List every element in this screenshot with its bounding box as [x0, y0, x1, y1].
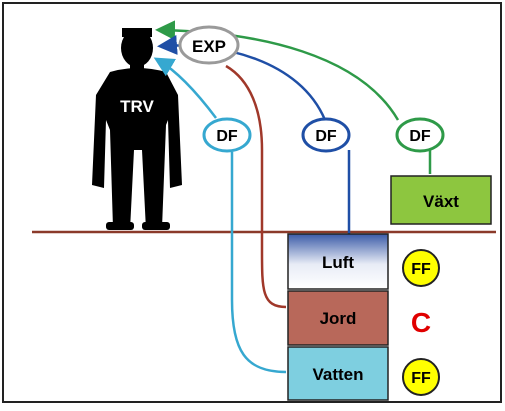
vatten-box [287, 346, 389, 401]
df-node-green [395, 117, 445, 153]
vaxt-box [390, 175, 492, 225]
ff-node-bottom [402, 358, 440, 396]
c-label: C [411, 307, 431, 338]
ff-node-top [402, 249, 440, 287]
luft-box [287, 233, 389, 290]
exposure-label: EXP [192, 37, 226, 56]
df-node-cyan [202, 117, 252, 153]
vatten-label: Vatten [312, 365, 363, 384]
df-node-blue [301, 117, 351, 153]
vatten-exposure-path [158, 60, 287, 374]
person-label: TRV [120, 97, 154, 116]
luft-label: Luft [322, 253, 354, 272]
jord-label: Jord [320, 309, 357, 328]
jord-box [287, 290, 389, 346]
df-label-blue: DF [315, 128, 337, 145]
vaxt-label: Växt [423, 192, 459, 211]
ff-label-bottom: FF [411, 370, 431, 387]
ff-label-top: FF [411, 261, 431, 278]
df-label-green: DF [409, 128, 431, 145]
exposure-node [178, 25, 240, 65]
df-label-cyan: DF [216, 128, 238, 145]
jord-exposure-path [225, 64, 287, 309]
